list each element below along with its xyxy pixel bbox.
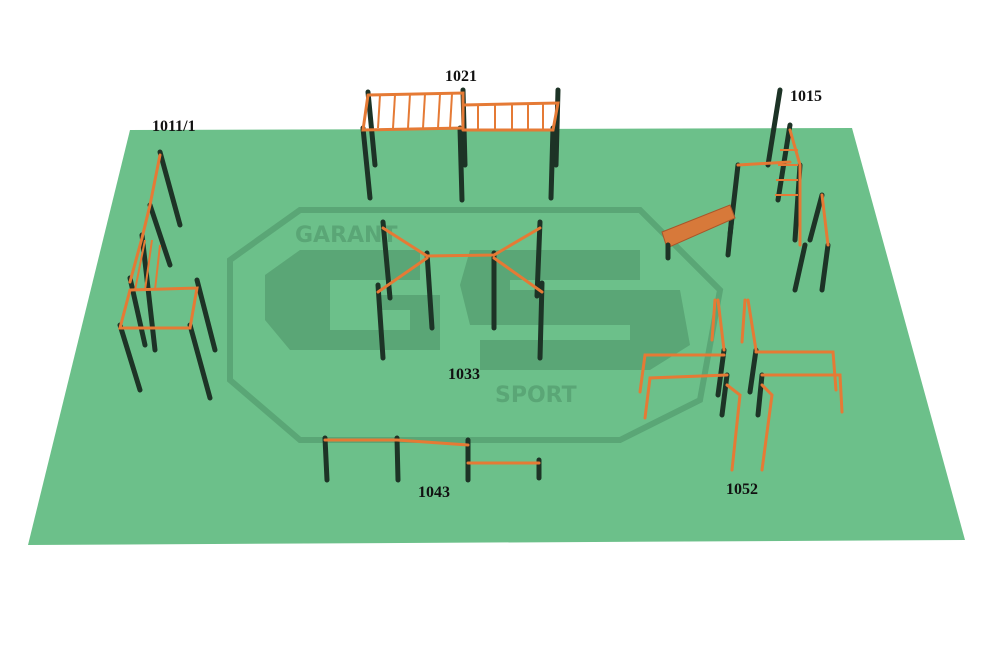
incline-bench xyxy=(661,204,736,249)
equipment-1033 xyxy=(375,219,545,361)
logo-watermark: GARANT SPORT xyxy=(227,207,724,443)
label-1021: 1021 xyxy=(445,68,477,85)
label-1015: 1015 xyxy=(790,88,822,105)
equipment-1021 xyxy=(360,87,561,203)
equipment-1015 xyxy=(661,87,831,293)
equipment-1052 xyxy=(638,298,844,472)
logo-s xyxy=(460,250,690,370)
label-1043: 1043 xyxy=(418,484,450,501)
logo-top-word: GARANT xyxy=(295,223,397,248)
label-1011: 1011/1 xyxy=(152,118,196,135)
label-1052: 1052 xyxy=(726,481,758,498)
logo-bottom-word: SPORT xyxy=(495,383,577,408)
equipment-1011 xyxy=(117,149,218,401)
logo-g xyxy=(265,250,440,350)
equipment-1043 xyxy=(322,435,542,483)
label-1033: 1033 xyxy=(448,366,480,383)
